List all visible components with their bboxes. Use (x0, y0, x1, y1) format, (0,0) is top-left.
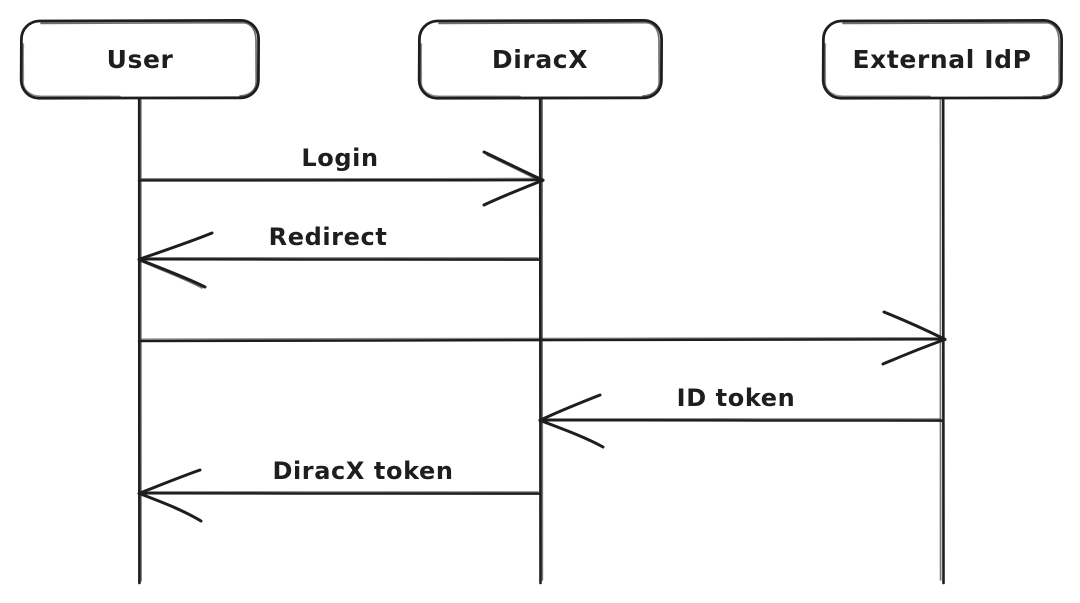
message-diracx-token-arrowhead-lower (137, 491, 203, 523)
participants-group: User DiracX External IdP (19, 19, 1063, 100)
participant-user-outline-c (22, 43, 121, 98)
message-id-token-arrowhead-upper (538, 393, 602, 422)
lifeline-external-idp (939, 96, 945, 585)
message-authorize-line-a (137, 337, 946, 343)
message-authorize[interactable] (137, 310, 947, 366)
message-id-token[interactable]: ID token (538, 384, 944, 449)
message-redirect[interactable]: Redirect (137, 223, 542, 289)
participant-external-idp-fill (822, 20, 1062, 98)
participant-external-idp[interactable]: External IdP (821, 19, 1063, 100)
participant-diracx-label: DiracX (492, 45, 588, 74)
messages-group: Login Redirect (137, 144, 947, 523)
participant-diracx-outline-b (438, 21, 661, 97)
message-login-arrowhead-lower (482, 178, 545, 207)
message-redirect-label: Redirect (269, 223, 388, 251)
participant-user-outline-a (19, 19, 260, 100)
participant-external-idp-label: External IdP (852, 45, 1031, 74)
message-login[interactable]: Login (137, 144, 545, 207)
participant-user[interactable]: User (19, 19, 260, 100)
participant-external-idp-outline-b (842, 21, 1061, 97)
participant-diracx-outline-a (417, 19, 663, 100)
lifeline-user (137, 96, 142, 585)
message-redirect-arrowhead-lower-echo (139, 260, 203, 289)
lifeline-diracx (538, 96, 544, 585)
message-id-token-label: ID token (677, 384, 796, 412)
message-login-label: Login (301, 144, 378, 172)
message-authorize-arrowhead-upper (882, 310, 947, 341)
participant-diracx[interactable]: DiracX (417, 19, 663, 100)
message-id-token-arrowhead-lower (538, 418, 605, 449)
message-authorize-line-b (141, 336, 942, 340)
message-login-arrowhead-upper (482, 150, 545, 182)
participant-external-idp-outline-a (821, 19, 1063, 100)
participant-user-label: User (107, 45, 174, 74)
message-login-arrowhead-upper-echo (486, 154, 542, 183)
participant-external-idp-outline-c (824, 43, 931, 98)
message-redirect-arrowhead-lower (137, 257, 207, 289)
message-diracx-token[interactable]: DiracX token (137, 457, 542, 523)
message-authorize-arrowhead-lower (881, 337, 947, 366)
message-diracx-token-label: DiracX token (272, 457, 453, 485)
message-redirect-arrowhead-upper (137, 231, 214, 261)
participant-diracx-fill (418, 20, 662, 98)
lifelines-group (137, 96, 945, 585)
message-diracx-token-arrowhead-upper (137, 468, 202, 495)
participant-user-fill (20, 20, 259, 98)
participant-user-outline-b (40, 21, 258, 97)
participant-diracx-outline-c (420, 43, 521, 98)
